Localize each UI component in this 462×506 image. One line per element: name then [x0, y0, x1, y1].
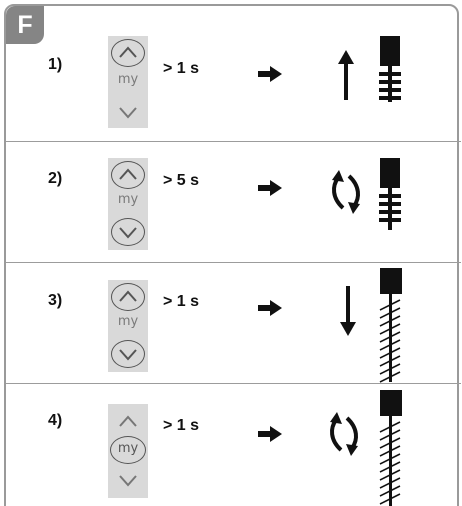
down-button-circle — [111, 340, 145, 368]
right-arrow-icon — [258, 180, 282, 196]
up-down-cycle-icon — [332, 170, 360, 214]
my-button-label: my — [117, 314, 139, 329]
chevron-up-icon — [119, 415, 137, 427]
up-down-cycle-icon — [330, 412, 358, 456]
venetian-blind-icon — [379, 268, 402, 383]
right-arrow-icon — [258, 426, 282, 442]
duration-label: > 5 s — [163, 172, 200, 189]
venetian-blind-icon — [379, 390, 402, 506]
chevron-down-icon — [119, 107, 137, 119]
up-button-circle — [111, 161, 145, 189]
chevron-up-icon — [119, 46, 137, 58]
my-button-label: my — [117, 72, 139, 87]
chevron-up-icon — [119, 168, 137, 180]
step-number: 2) — [48, 170, 63, 187]
chevron-down-icon — [119, 349, 137, 361]
up-button-circle — [111, 283, 145, 311]
chevron-down-icon — [119, 227, 137, 239]
step-divider — [6, 262, 461, 263]
step-divider — [6, 141, 461, 142]
arrow-down-motion-icon — [340, 286, 356, 336]
up-button-circle — [111, 39, 145, 67]
panel-label: F — [6, 6, 44, 44]
step-number: 1) — [48, 56, 63, 73]
roller-blind-icon — [379, 158, 401, 230]
duration-label: > 1 s — [163, 293, 200, 310]
step-number: 3) — [48, 292, 63, 309]
step-number: 4) — [48, 412, 63, 429]
my-button-label: my — [117, 192, 139, 207]
instruction-frame: F — [4, 4, 459, 506]
step-divider — [6, 383, 461, 384]
remote-control: my — [108, 404, 148, 498]
remote-control: my — [108, 36, 148, 128]
chevron-up-icon — [119, 290, 137, 302]
right-arrow-icon — [258, 300, 282, 316]
my-button-label: my — [117, 441, 139, 456]
duration-label: > 1 s — [163, 417, 200, 434]
duration-label: > 1 s — [163, 60, 200, 77]
my-button-circle — [110, 436, 146, 464]
remote-control: my — [108, 158, 148, 250]
remote-control: my — [108, 280, 148, 372]
arrow-up-motion-icon — [338, 50, 354, 100]
roller-blind-icon — [379, 36, 401, 102]
right-arrow-icon — [258, 66, 282, 82]
chevron-down-icon — [119, 475, 137, 487]
down-button-circle — [111, 218, 145, 246]
